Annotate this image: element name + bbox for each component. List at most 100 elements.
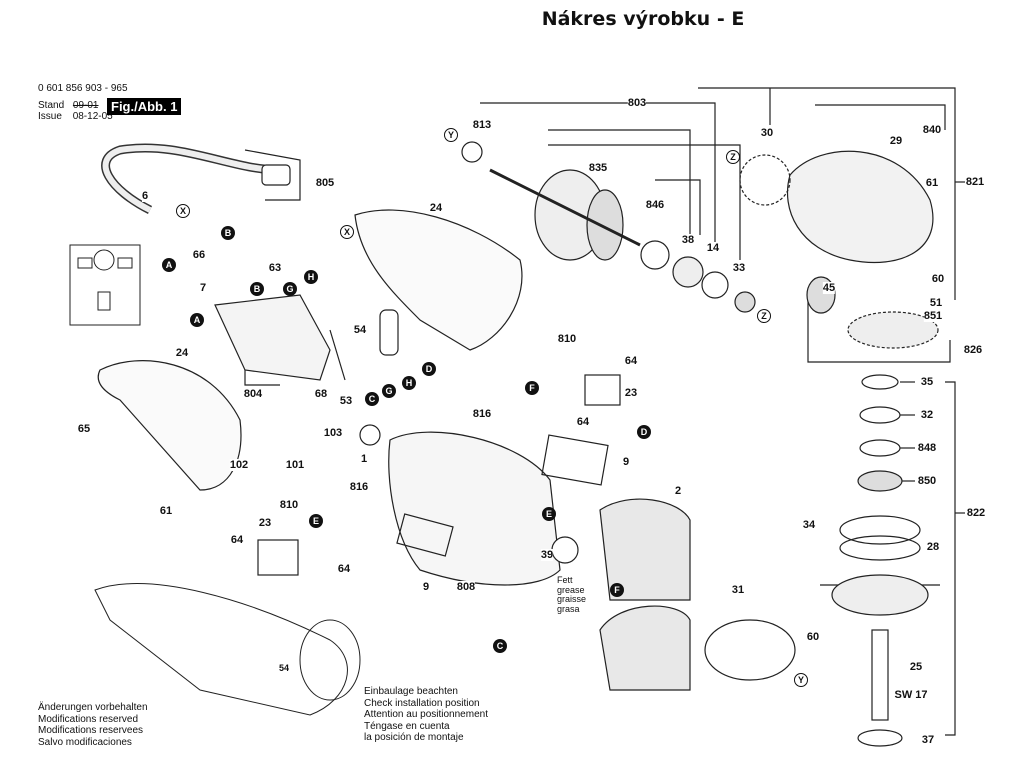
part-label: 813 xyxy=(472,119,492,131)
part-label: 822 xyxy=(966,507,986,519)
field-coil-upper xyxy=(599,498,691,601)
part-label: 29 xyxy=(889,135,903,147)
connector-marker: B xyxy=(221,226,235,240)
part-label: 808 xyxy=(456,581,476,593)
armature xyxy=(461,141,641,261)
grease-note-line: Fett xyxy=(557,575,573,585)
figure-label: Fig./Abb. 1 xyxy=(107,98,182,115)
note-line: Attention au positionnement xyxy=(364,709,488,720)
part-label: 101 xyxy=(285,459,305,471)
note-line: Einbaulage beachten xyxy=(364,686,458,697)
part-label: 45 xyxy=(822,282,836,294)
part-label: 851 xyxy=(923,310,943,322)
part-label: 24 xyxy=(429,202,443,214)
part-label: 103 xyxy=(323,427,343,439)
part-label: 826 xyxy=(963,344,983,356)
installation-sketch xyxy=(94,583,348,716)
part-label: 6 xyxy=(141,190,149,202)
part-label: 64 xyxy=(576,416,590,428)
part-label: 39 xyxy=(540,549,554,561)
connector-marker: Z xyxy=(757,309,771,323)
note-line: Modifications reservees xyxy=(38,725,144,736)
part-label: 32 xyxy=(920,409,934,421)
part-label: 34 xyxy=(802,519,816,531)
housing-half-lower xyxy=(97,360,242,491)
part-label: 804 xyxy=(243,388,263,400)
housing-half-upper xyxy=(354,209,523,351)
part-label: 63 xyxy=(268,262,282,274)
part-label: 64 xyxy=(337,563,351,575)
motor-housing xyxy=(388,431,561,586)
part-label: 64 xyxy=(624,355,638,367)
note-line: Modifications reserved xyxy=(38,713,139,725)
part-label: 805 xyxy=(315,177,335,189)
note-line: Änderungen vorbehalten xyxy=(38,702,148,713)
part-label: 840 xyxy=(922,124,942,136)
connector-marker: H xyxy=(402,376,416,390)
part-label: SW 17 xyxy=(894,689,928,701)
part-label: 66 xyxy=(192,249,206,261)
part-label: 835 xyxy=(588,162,608,174)
part-label: 810 xyxy=(557,333,577,345)
part-label: 803 xyxy=(627,97,647,109)
grease-note-line: grease xyxy=(557,584,585,595)
gear-30 xyxy=(739,154,791,206)
part-label: 54 xyxy=(353,324,367,336)
note-line: la posición de montaje xyxy=(364,732,464,743)
connector-marker: D xyxy=(637,425,651,439)
page-title: Nákres výrobku - E xyxy=(541,8,745,30)
part-label: 24 xyxy=(175,347,189,359)
installation-note: Einbaulage beachten Check installation p… xyxy=(364,686,488,744)
connector-marker: G xyxy=(283,282,297,296)
modifications-note: Änderungen vorbehalten Modifications res… xyxy=(38,702,148,748)
part-label: 68 xyxy=(314,388,328,400)
part-label: 60 xyxy=(931,273,945,285)
gear-851 xyxy=(847,311,939,349)
connector-marker: D xyxy=(422,362,436,376)
connector-marker: B xyxy=(250,282,264,296)
grease-note: Fett grease graisse grasa xyxy=(557,575,587,614)
part-label: 102 xyxy=(229,459,249,471)
part-label: 816 xyxy=(349,481,369,493)
note-line: Salvo modificaciones xyxy=(38,736,132,748)
wiring-schematic xyxy=(69,244,141,326)
connector-marker: F xyxy=(610,583,624,597)
part-label: 37 xyxy=(921,734,935,746)
guard-31 xyxy=(704,619,796,681)
part-label: 61 xyxy=(925,177,939,189)
part-label: 14 xyxy=(706,242,720,254)
part-label: 23 xyxy=(624,387,638,399)
gear-head xyxy=(786,150,934,264)
part-label: 9 xyxy=(622,456,630,468)
grease-note-line: graisse xyxy=(557,594,587,604)
part-label: 1 xyxy=(360,453,368,465)
connector-marker: X xyxy=(340,225,354,239)
issue-value: 08-12-05 xyxy=(72,111,113,122)
part-label: 23 xyxy=(258,517,272,529)
part-label: 65 xyxy=(77,423,91,435)
part-label: 846 xyxy=(645,199,665,211)
connector-marker: A xyxy=(190,313,204,327)
capacitor xyxy=(379,309,399,356)
part-label: 2 xyxy=(674,485,682,497)
issue-label: Issue xyxy=(38,111,62,122)
connector-marker: G xyxy=(382,384,396,398)
connector-marker: Y xyxy=(444,128,458,142)
part-label: 821 xyxy=(965,176,985,188)
part-label: 53 xyxy=(339,395,353,407)
part-label: 9 xyxy=(422,581,430,593)
ring-846 xyxy=(640,240,670,270)
connector-marker: A xyxy=(162,258,176,272)
part-label: 816 xyxy=(472,408,492,420)
connector-marker: F xyxy=(525,381,539,395)
part-label: 61 xyxy=(159,505,173,517)
part-label: 54 xyxy=(278,662,290,674)
connector-marker: Y xyxy=(794,673,808,687)
note-line: Check installation position xyxy=(364,697,480,709)
connector-marker: X xyxy=(176,204,190,218)
connector-marker: C xyxy=(365,392,379,406)
spindle-stack xyxy=(831,374,929,747)
switch-assembly xyxy=(214,294,331,381)
stand-label: Stand xyxy=(38,100,65,111)
part-label: 35 xyxy=(920,376,934,388)
